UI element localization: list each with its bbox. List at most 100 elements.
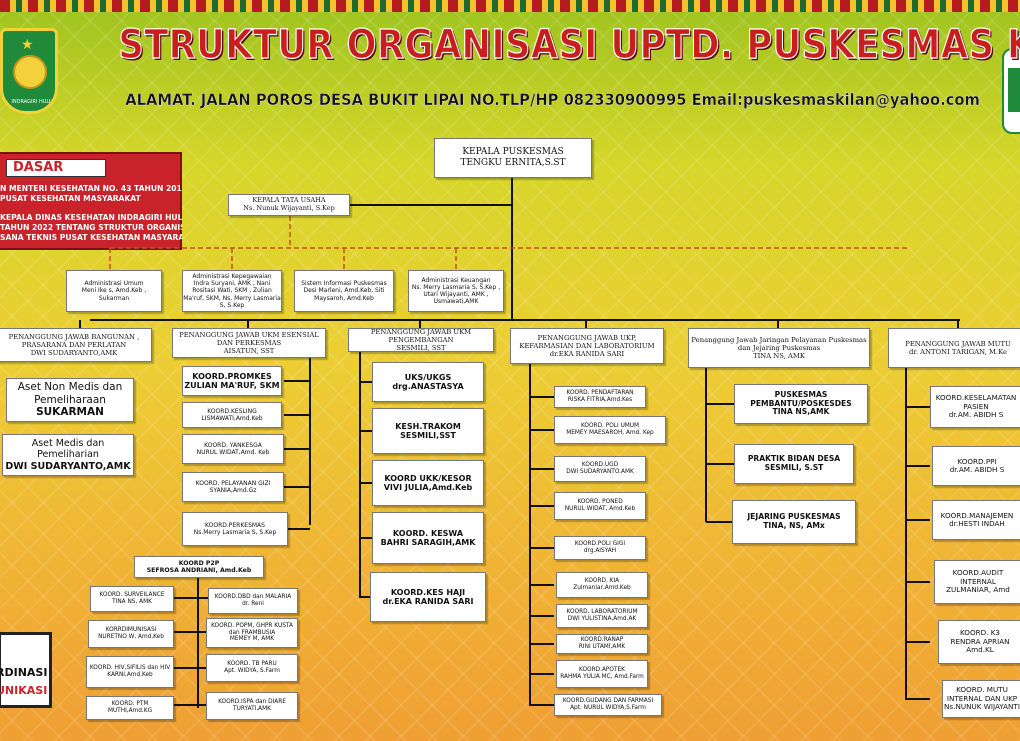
legend-label: UNIKASI [0,684,48,697]
box-title: KOORD. PELAYANAN GIZI [195,479,271,487]
box-title: PENANGGUNG JAWAB UKP, KEFARMASIAN DAN LA… [519,333,655,350]
box-title: KOORD. K3 [959,628,1001,638]
box-title: Administrasi Umum [84,280,144,288]
puskesmas-logo [1002,48,1020,134]
address-line: ALAMAT. JALAN POROS DESA BUKIT LIPAI NO.… [125,90,980,109]
logo-caption: INDRAGIRI HULU [11,99,53,105]
box-title: KOORD. TB PARU [227,661,277,668]
box-title: KOORD.POLI GIGI [574,541,626,548]
box-name: NURUL WIDAT, Amd.Keb [564,506,636,512]
dasar-hukum-line: SANA TEKNIS PUSAT KESEHATAN MASYARAKAT [0,233,182,242]
box-name: KARNI,Amd.Keb [107,672,153,678]
dasar-hukum-title: DASAR HUKUM [6,159,106,191]
box-name: Zulmaniar,Amd.Keb [573,585,631,591]
box-name: Apt. WIDYA, S.Farm [224,668,280,674]
box-name: VIVI JULIA,Amd.Keb [383,483,473,492]
box-title: KOORD P2P [178,559,220,567]
box-name: SESMILI, S.ST [764,463,824,472]
box-title: KOORD.RANAP [580,637,624,644]
box-title: KOORD.DBD dan MALARIA [214,594,292,601]
box-title: KORRDIMUNISASI [105,627,157,634]
box-title: PENANGGUNG JAWAB MUTU [905,339,1011,348]
box-title: KOORD.APOTEK [579,667,625,674]
box-name: NURETNO W, Amd.Keb [98,634,164,640]
box-name: TINA, NS, AMx [763,521,825,530]
box-title: Aset Medis dan Pemeliharian [31,438,105,461]
pj-box: PENANGGUNG JAWAB UKP, KEFARMASIAN DAN LA… [510,328,664,364]
box-title: KOORD. SURVEILANCE [99,592,165,599]
box-title: KOORD.ISPA dan DIARE [218,699,286,706]
box-title: KEPALA PUSKESMAS [462,147,564,158]
box-name: DWI YULISTINA,Amd.AK [567,616,637,622]
box-name: dr.HESTI INDAH [949,519,1005,528]
box-title: PENANGGUNG JAWAB BANGUNAN , PRASARANA DA… [8,332,140,349]
dasar-hukum-line: PUSAT KESEHATAN MASYARAKAT [0,194,141,203]
box-name: ZULIAN MA'RUF, SKM [184,381,280,390]
box-title: KESH.TRAKOM [395,421,461,431]
box-name: BAHRI SARAGIH,AMK [380,538,476,547]
box-name: Ns. Merry Lasmaria S, S.Kep , Utari Wija… [411,283,501,306]
box-name: DWI SUDARYANTO,AMK [30,349,118,357]
box-name: drg.ANASTASYA [392,382,464,391]
box-name: SESMILI, SST [396,344,446,352]
pj-box: Penanggung Jawab Jaringan Pelayanan Pusk… [688,328,870,368]
box-name: Meni Ike s, Amd.Keb , Sukarman [81,287,147,302]
box-name: Desi Marleni, Amd.Keb, Siti Maysaroh, Am… [303,287,385,302]
pj-box: PENANGGUNG JAWAB UKM ESENSIAL DAN PERKES… [172,328,326,358]
box-name: TINA NS,AMK [772,407,830,417]
box-title: UKS/UKGS [404,372,452,382]
box-title: KEPALA TATA USAHA [252,196,326,205]
pj-box: PENANGGUNG JAWAB BANGUNAN , PRASARANA DA… [0,328,152,362]
box-name: NURUL WIDAT,Amd. Keb [196,449,270,456]
dasar-hukum-line: TAHUN 2022 TENTANG STRUKTUR ORGANISASI [0,223,182,232]
box-name: ZULMANIAR, Amd [946,585,1010,595]
box-title: KOORD.PROMKES [192,371,272,381]
box-title: Administrasi Kepegawaian [192,273,272,281]
box-name: Apt. NURUL WIDYA,S.Farm [570,705,646,711]
box-name: dr.AM. ABIDH S [949,465,1005,474]
box-title: Aset Non Medis dan Pemeliharaan [17,381,123,406]
box-name: SUKARMAN [36,406,104,419]
box-title: Administrasi Keuangan [421,276,491,284]
box-name: MEMEY M, AMK [229,636,275,643]
box-name: dr. Reni [242,601,264,607]
box-title: KOORD.GUDANG DAN FARMASI [562,698,654,705]
box-title: PENANGGUNG JAWAB UKM ESENSIAL DAN PERKES… [179,330,319,347]
box-name: RINI UTAMI,AMK [578,644,626,650]
box-title: PENANGGUNG JAWAB UKM PENGEMBANGAN [370,328,472,344]
box-name: dr.EKA RANIDA SARI [382,597,474,606]
box-title: KOORD. POPM, GHPR KUSTA dan FRAMBUSIA [211,622,293,636]
box-title: KOORD.PPI [957,456,997,466]
box-name: Ns.Merry Lasmaria S, S.Kep [193,529,277,536]
dasar-hukum-line: KEPALA DINAS KESEHATAN INDRAGIRI HULU [0,213,182,222]
box-name: SYANIA,Amd.Gz [209,487,257,494]
box-title: KOORD. KIA [584,578,620,585]
box-name: MEMEY MAESAROH, Amd. Kep [566,430,654,436]
box-name: TURYATI,AMK [233,706,271,712]
box-name: LISMAWATI,Amd.Keb [201,415,263,422]
